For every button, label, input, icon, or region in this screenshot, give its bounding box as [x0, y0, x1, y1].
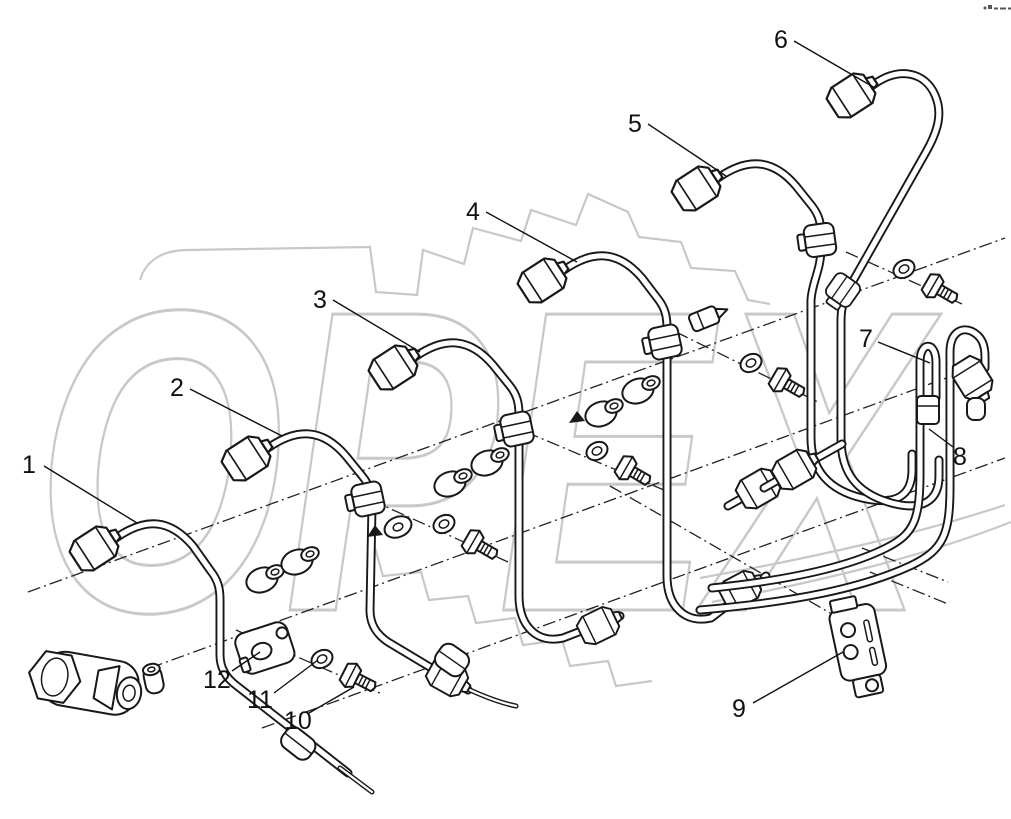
pipe-6 — [818, 64, 944, 511]
injection-pump — [28, 650, 165, 716]
pipe-4 — [512, 249, 771, 624]
pipe-8 — [695, 325, 1001, 615]
leader-line-7 — [877, 341, 931, 364]
pipe-2-saddle — [433, 642, 471, 678]
bracket-item-9 — [828, 595, 888, 699]
section-arrows — [367, 411, 585, 537]
leader-line-8 — [928, 428, 954, 448]
pipe-3 — [363, 336, 628, 649]
callout-2: 2 — [170, 374, 184, 402]
pipe-end-stubs — [723, 439, 847, 514]
leader-line-2 — [189, 388, 283, 437]
callout-8: 8 — [953, 443, 967, 471]
clamp-plate — [383, 515, 413, 539]
leader-line-4 — [485, 211, 578, 263]
callout-7: 7 — [859, 325, 873, 353]
pipe-1-sleeve — [280, 726, 317, 761]
callout-9: 9 — [732, 695, 746, 723]
leader-line-10 — [308, 686, 355, 714]
pipe-1 — [64, 517, 375, 795]
callout-3: 3 — [313, 286, 327, 314]
leader-line-1 — [43, 465, 138, 524]
callout-10: 10 — [284, 707, 312, 735]
callout-4: 4 — [466, 198, 480, 226]
leader-line-6 — [793, 40, 876, 89]
pipe-7 — [707, 341, 941, 593]
callout-12: 12 — [203, 666, 231, 694]
callout-6: 6 — [774, 26, 788, 54]
corner-marks — [983, 5, 1011, 10]
leader-line-3 — [332, 299, 421, 353]
leader-line-12 — [231, 651, 261, 672]
clamp-item-12 — [234, 621, 296, 675]
pipe-4-connector — [688, 305, 729, 333]
pipe-8-end-fitting — [966, 397, 986, 421]
leader-line-11 — [273, 659, 319, 694]
leader-line-5 — [647, 123, 727, 177]
pipe-7-block — [916, 395, 940, 425]
leader-line-9 — [752, 651, 844, 704]
injector-fittings — [241, 372, 663, 598]
callout-5: 5 — [628, 110, 642, 138]
pipe-2 — [216, 427, 519, 709]
callout-1: 1 — [22, 451, 36, 479]
callout-11: 11 — [247, 686, 273, 714]
